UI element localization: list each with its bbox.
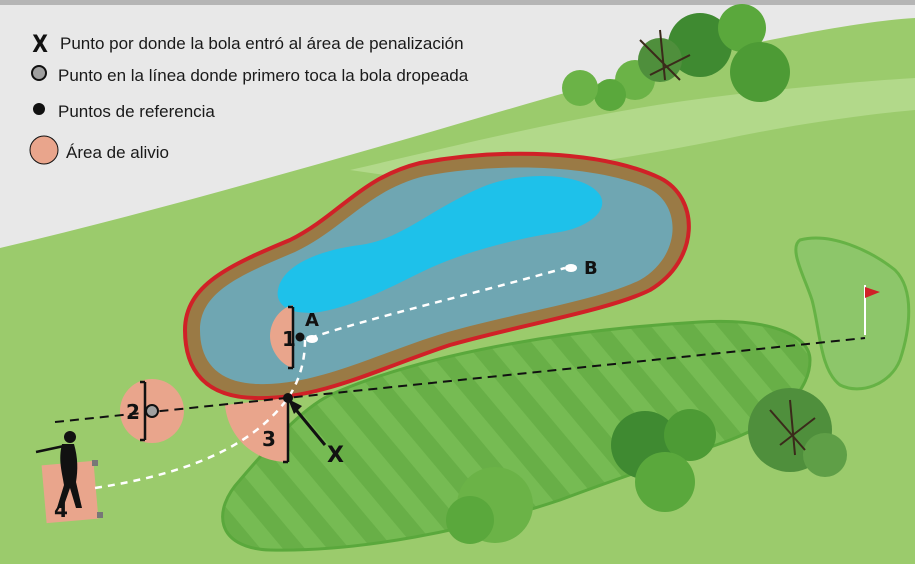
black-dot-icon — [30, 100, 48, 123]
legend-entry-point-text: Punto por donde la bola entró al área de… — [60, 34, 464, 53]
legend-row-reference-points: Puntos de referencia — [30, 100, 215, 123]
label-a: A — [305, 310, 319, 331]
legend-row-grey-point: Punto en la línea donde primero toca la … — [30, 64, 468, 87]
water — [277, 175, 603, 313]
relief-area-4 — [41, 460, 99, 524]
trees-top-right — [562, 4, 790, 111]
label-b: B — [584, 258, 598, 279]
label-4: 4 — [54, 498, 68, 522]
relief-4-corner-b — [97, 512, 103, 518]
ball-a — [306, 335, 318, 343]
putting-green — [794, 236, 911, 391]
legend-row-relief-area: Área de alivio — [28, 134, 170, 171]
ball-path-from-golfer — [94, 339, 307, 490]
grey-circle-icon — [30, 64, 48, 87]
top-border — [0, 0, 915, 5]
reference-point-1 — [295, 332, 305, 342]
relief-area-circle-icon — [28, 134, 60, 171]
legend-grey-point-text: Punto en la línea donde primero toca la … — [58, 65, 469, 85]
ball-path-to-b — [309, 266, 566, 340]
label-1: 1 — [282, 327, 296, 351]
relief-4-corner-a — [92, 460, 98, 466]
flag-icon — [865, 287, 880, 298]
golfer-icon — [35, 431, 82, 508]
club-length-markers — [140, 305, 295, 464]
label-x: X — [327, 443, 344, 468]
label-2: 2 — [126, 400, 140, 424]
trees-bottom — [446, 388, 847, 544]
reference-line — [54, 337, 866, 423]
legend-reference-points-text: Puntos de referencia — [58, 101, 215, 121]
legend-relief-area-text: Área de alivio — [66, 142, 170, 162]
ball-b — [565, 264, 577, 272]
x-symbol-icon: X — [32, 30, 48, 58]
drop-point-grey — [145, 404, 159, 418]
legend-row-entry-point: X Punto por donde la bola entró al área … — [30, 30, 464, 58]
relief-area-1 — [270, 305, 293, 368]
label-3: 3 — [262, 427, 276, 451]
arrow-head — [288, 399, 302, 414]
arrow-to-x — [290, 404, 327, 446]
